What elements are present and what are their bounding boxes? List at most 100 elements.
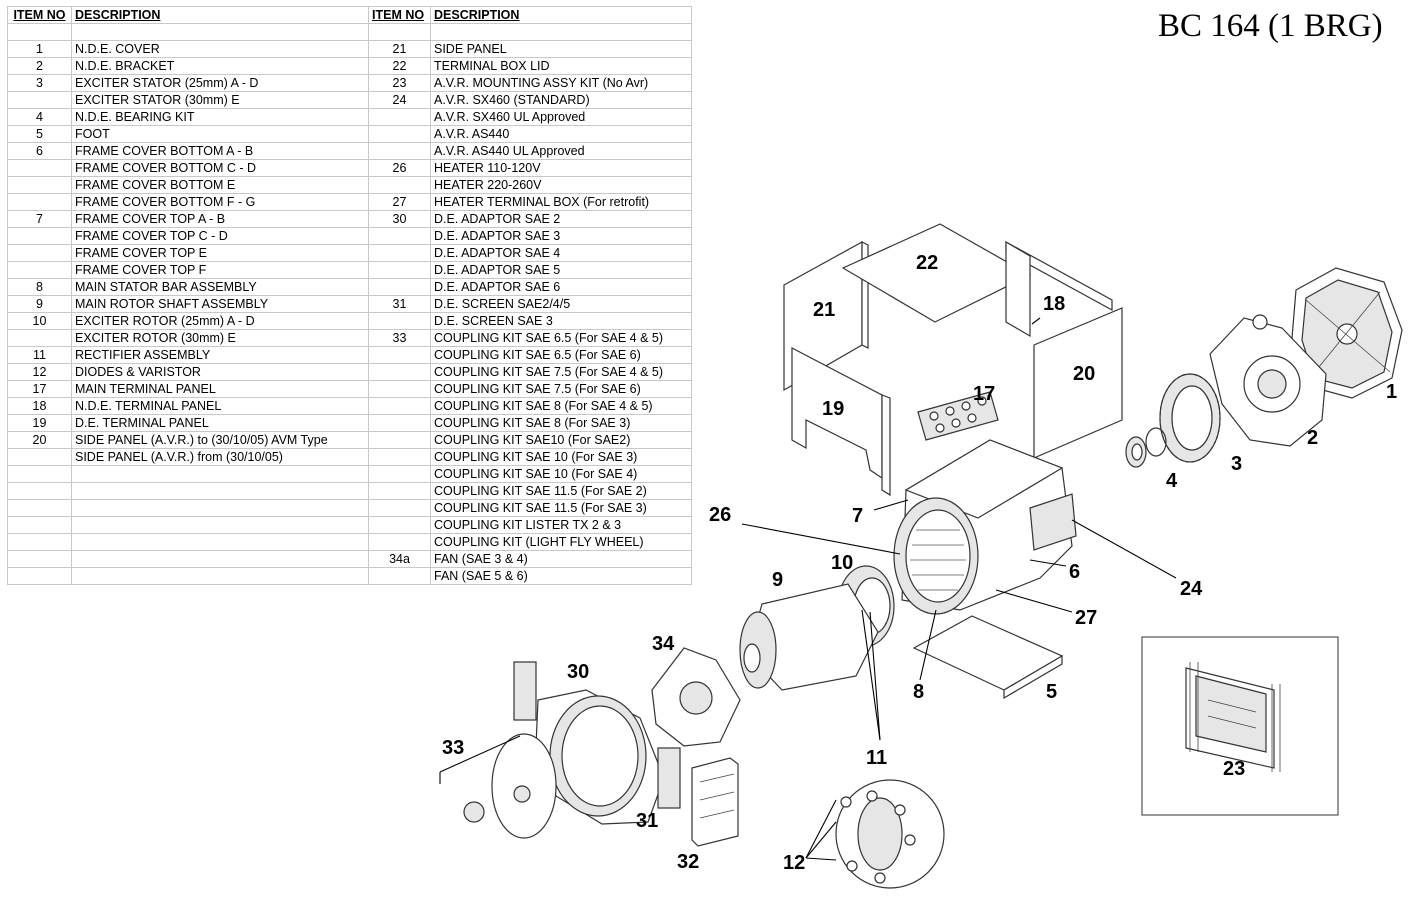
callout-20: 20 [1073,363,1095,385]
cell-description-right: COUPLING KIT SAE 8 (For SAE 3) [430,414,692,432]
side-panel-avr-shape [1033,307,1123,459]
table-row: FAN (SAE 5 & 6) [7,567,692,585]
de-terminal-panel-shape [791,347,891,497]
callout-1: 1 [1386,381,1397,403]
cell-description-left: MAIN STATOR BAR ASSEMBLY [71,278,369,296]
table-row [7,23,692,41]
table-row: COUPLING KIT SAE 11.5 (For SAE 3) [7,499,692,517]
cell-description-left: FRAME COVER BOTTOM F - G [71,193,369,211]
cell-description-left: N.D.E. BEARING KIT [71,108,369,126]
exciter-stator-shape [1159,373,1221,463]
callout-5: 5 [1046,681,1057,703]
avr-mounting-bracket-shape [1185,662,1281,772]
de-adaptor-shape [535,689,665,825]
cell-description-right: COUPLING KIT SAE 10 (For SAE 3) [430,448,692,466]
callout-22: 22 [916,252,938,274]
cell-description-right: COUPLING KIT SAE 8 (For SAE 4 & 5) [430,397,692,415]
main-frame-shape [893,439,1073,615]
cell-item-no-right: 31 [368,295,431,313]
callout-12: 12 [783,852,805,874]
nde-bracket-shape [1209,314,1327,447]
callout-4: 4 [1166,470,1178,492]
callout-6: 6 [1069,561,1080,583]
callout-32: 32 [677,851,699,873]
cell-description-right: D.E. ADAPTOR SAE 3 [430,227,692,245]
cell-description-right: A.V.R. SX460 (STANDARD) [430,91,692,109]
cell-description-right: D.E. ADAPTOR SAE 5 [430,261,692,279]
coupling-disc-shape [439,733,557,839]
cell-description-right: TERMINAL BOX LID [430,57,692,75]
coupling-box-shape [691,757,739,847]
callout-27: 27 [1075,607,1097,629]
cell-item-no-right: 23 [368,74,431,92]
cell-description-left: FRAME COVER TOP A - B [71,210,369,228]
table-row: COUPLING KIT SAE 11.5 (For SAE 2) [7,482,692,500]
callout-9: 9 [772,569,783,591]
nde-terminal-panel-shape [1005,240,1113,338]
avr-mounting-inset-frame [1141,636,1339,816]
cell-description-right: SIDE PANEL [430,40,692,58]
table-row: COUPLING KIT SAE 10 (For SAE 4) [7,465,692,483]
cell-item-no-right: 24 [368,91,431,109]
cell-description-right: A.V.R. SX460 UL Approved [430,108,692,126]
cell-description-right: COUPLING KIT LISTER TX 2 & 3 [430,516,692,534]
callout-11: 11 [866,747,887,769]
parts-list-table: ITEM NO DESCRIPTION ITEM NO DESCRIPTION … [7,6,692,585]
cell-description-left: FRAME COVER BOTTOM C - D [71,159,369,177]
leader-lines [741,317,1177,861]
callout-10: 10 [831,552,853,574]
callout-17: 17 [973,383,995,405]
page-title: BC 164 (1 BRG) [1158,8,1383,44]
cell-description-right: FAN (SAE 5 & 6) [430,567,692,585]
table-row: COUPLING KIT LISTER TX 2 & 3 [7,516,692,534]
table-row: COUPLING KIT (LIGHT FLY WHEEL) [7,533,692,551]
nde-cover-shape [1291,267,1403,399]
parts-list-body: ITEM NO DESCRIPTION ITEM NO DESCRIPTION … [7,6,692,585]
nde-bearing-kit-shape [1125,427,1167,468]
cell-description-right: D.E. SCREEN SAE2/4/5 [430,295,692,313]
cell-description-left: N.D.E. TERMINAL PANEL [71,397,369,415]
callout-7: 7 [852,505,863,527]
callout-labels: 1 2 3 4 5 6 7 8 9 10 11 12 17 18 19 20 2… [442,252,1397,874]
cell-description-right: COUPLING KIT SAE 11.5 (For SAE 2) [430,482,692,500]
de-screen-upper-shape [513,661,537,721]
cell-description-left: MAIN ROTOR SHAFT ASSEMBLY [71,295,369,313]
callout-26: 26 [709,504,731,526]
callout-23: 23 [1223,758,1245,780]
callout-3: 3 [1231,453,1242,475]
cell-description-right: A.V.R. MOUNTING ASSY KIT (No Avr) [430,74,692,92]
foot-shape [912,615,1064,700]
callout-19: 19 [822,398,844,420]
callout-30: 30 [567,661,589,683]
callout-21: 21 [813,299,835,321]
avr-sx460-shape [1029,493,1077,551]
rectifier-assembly-shape [835,779,945,889]
callout-18: 18 [1043,293,1065,315]
cell-item-no-right: 26 [368,159,431,177]
cell-description-left: FRAME COVER BOTTOM E [71,176,369,194]
fan-shape [651,647,741,747]
cell-item-no-right: 22 [368,57,431,75]
callout-8: 8 [913,681,924,703]
cell-description-right: COUPLING KIT SAE 7.5 (For SAE 4 & 5) [430,363,692,381]
cell-description-right: A.V.R. AS440 UL Approved [430,142,692,160]
callout-33: 33 [442,737,464,759]
cell-description-left: FRAME COVER BOTTOM A - B [71,142,369,160]
callout-2: 2 [1307,427,1318,449]
cell-description-left: D.E. TERMINAL PANEL [71,414,369,432]
cell-description-right: COUPLING KIT SAE10 (For SAE2) [430,431,692,449]
